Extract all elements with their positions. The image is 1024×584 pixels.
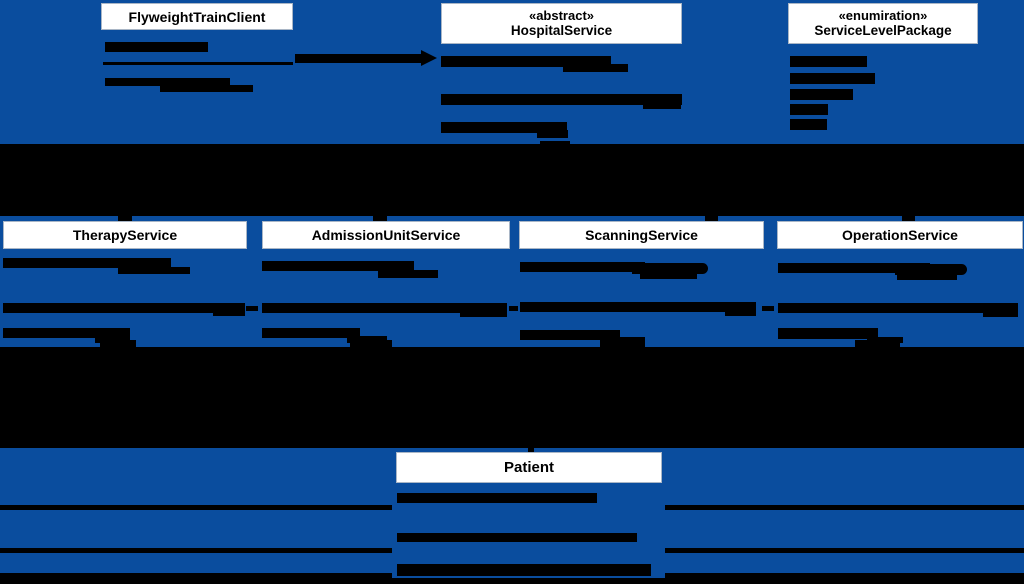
redacted-text-bar	[397, 493, 597, 503]
stereotype-label: «enumiration»	[838, 8, 928, 23]
class-name-label: HospitalService	[510, 23, 613, 38]
association-arrow-head	[421, 50, 437, 66]
redacted-text-bar	[378, 270, 438, 278]
association-dash	[246, 306, 258, 311]
connector-line-left-2	[0, 548, 392, 553]
class-name-label: ServiceLevelPackage	[814, 23, 952, 38]
class-header-flyweighttrainclient: FlyweightTrainClient	[101, 3, 293, 30]
redacted-text-bar	[3, 303, 245, 313]
redacted-text-bar	[640, 273, 697, 279]
association-arrow-shaft	[295, 54, 423, 63]
redacted-text-bar	[725, 310, 756, 316]
separator-band-bottom	[0, 578, 1024, 584]
inheritance-connector-stub	[902, 214, 915, 222]
connector-line-right-2	[665, 548, 1024, 553]
redacted-text-bar	[347, 336, 387, 343]
class-header-therapyservice: TherapyService	[3, 221, 247, 249]
redacted-text-bar	[3, 258, 171, 268]
connector-stub	[855, 340, 900, 348]
redacted-text-bar	[540, 141, 570, 146]
stereotype-label: «abstract»	[528, 8, 595, 23]
class-name-label: Patient	[503, 458, 554, 476]
class-name-label: TherapyService	[72, 227, 178, 243]
separator-band-middle	[0, 347, 1024, 448]
redacted-text-bar	[563, 64, 628, 72]
class-name-label: OperationService	[842, 227, 958, 243]
association-dash	[762, 306, 774, 311]
class-header-hospitalservice: «abstract» HospitalService	[441, 3, 682, 44]
class-name-label: AdmissionUnitService	[311, 227, 461, 243]
connector-stub	[600, 340, 645, 348]
redacted-text-bar	[778, 328, 878, 339]
class-header-operationservice: OperationService	[777, 221, 1023, 249]
connector-line-right-3	[665, 573, 1024, 578]
redacted-text-bar	[520, 262, 645, 272]
redacted-text-bar	[632, 263, 708, 274]
connector-line-left-3	[0, 573, 392, 578]
redacted-text-bar	[778, 263, 930, 273]
redacted-text-bar	[3, 328, 130, 338]
redacted-text-bar	[262, 328, 360, 338]
redacted-text-bar	[95, 336, 130, 343]
connector-line-right-1	[665, 505, 1024, 510]
redacted-enum-value-bar	[790, 89, 853, 100]
redacted-text-bar	[105, 78, 230, 86]
redacted-text-bar	[537, 130, 568, 138]
redacted-text-bar	[118, 267, 190, 274]
redacted-text-bar	[897, 274, 957, 280]
redacted-text-bar	[983, 312, 1018, 317]
redacted-text-bar	[397, 564, 651, 576]
redacted-text-bar	[441, 94, 682, 105]
redacted-text-bar	[460, 311, 507, 317]
class-header-patient: Patient	[396, 452, 662, 483]
redacted-enum-value-bar	[790, 104, 828, 115]
connector-stub	[528, 446, 534, 452]
redacted-text-bar	[520, 330, 620, 340]
redacted-text-bar	[213, 311, 245, 316]
inheritance-connector-stub	[118, 214, 132, 222]
redacted-text-bar	[397, 533, 637, 542]
redacted-enum-value-bar	[790, 56, 867, 67]
redacted-enum-value-bar	[790, 119, 827, 130]
connector-stub	[100, 340, 136, 348]
class-header-servicelevelpackage: «enumiration» ServiceLevelPackage	[788, 3, 978, 44]
class-name-label: FlyweightTrainClient	[128, 8, 266, 25]
redacted-text-bar	[103, 62, 293, 65]
redacted-enum-value-bar	[790, 73, 875, 84]
redacted-text-bar	[441, 56, 611, 67]
redacted-text-bar	[643, 103, 681, 109]
redacted-text-bar	[895, 264, 967, 275]
redacted-text-bar	[160, 85, 253, 92]
class-name-label: ScanningService	[585, 227, 698, 243]
class-header-admissionunitservice: AdmissionUnitService	[262, 221, 510, 249]
redacted-text-bar	[262, 303, 507, 313]
inheritance-connector-stub	[705, 214, 718, 222]
separator-band-top	[0, 144, 1024, 216]
connector-line-left-1	[0, 505, 392, 510]
redacted-text-bar	[778, 303, 1018, 313]
connector-stub	[350, 340, 392, 348]
redacted-text-bar	[520, 302, 756, 312]
class-header-scanningservice: ScanningService	[519, 221, 764, 249]
inheritance-connector-stub	[373, 214, 387, 222]
redacted-text-bar	[262, 261, 414, 271]
redacted-text-bar	[105, 42, 208, 52]
association-dash	[509, 306, 518, 311]
redacted-text-bar	[441, 122, 567, 133]
